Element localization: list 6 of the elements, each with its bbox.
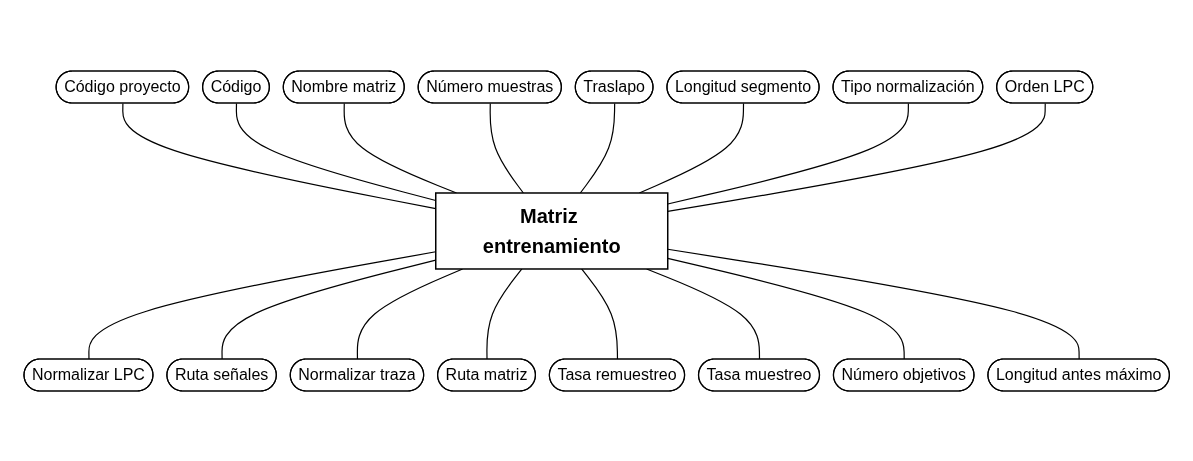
connector <box>579 102 616 194</box>
connector <box>489 102 524 194</box>
connector <box>356 267 463 360</box>
connector <box>486 267 523 360</box>
connector <box>580 267 618 360</box>
node-box: Matriz entrenamiento <box>434 191 669 270</box>
